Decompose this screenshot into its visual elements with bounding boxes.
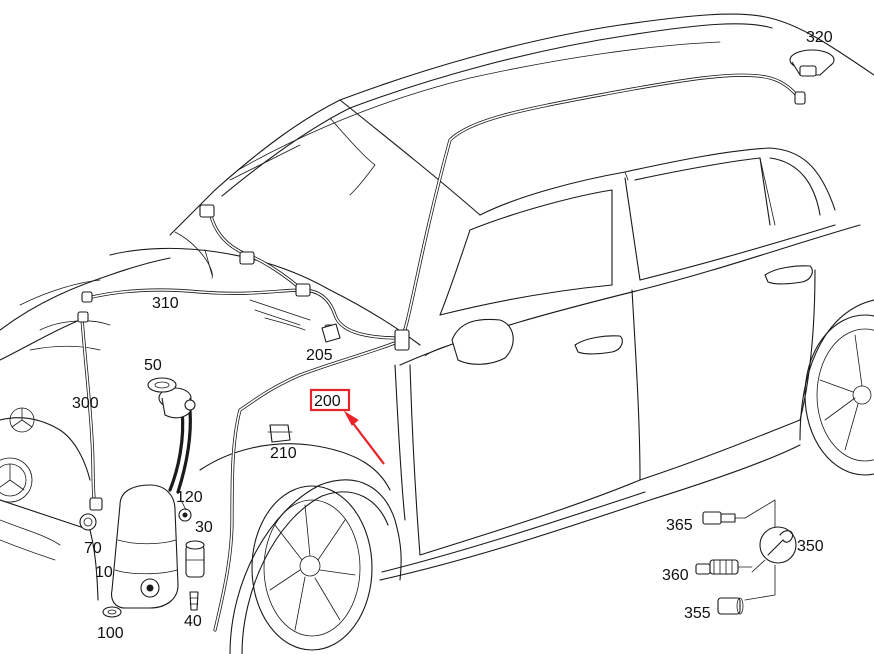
cap-seal-50 [147,377,177,393]
label-205: 205 [306,347,333,364]
label-355: 355 [684,605,711,622]
nozzle-205 [321,323,341,343]
rear-wheel [799,299,874,476]
part-labels: 320 310 205 50 300 200 210 120 30 70 10 … [72,29,833,642]
seal-100 [102,606,122,618]
label-50: 50 [144,357,162,374]
clip-210 [267,424,293,443]
connector-365 [702,511,746,525]
label-40: 40 [184,613,202,630]
label-300: 300 [72,395,99,412]
leader-lines [181,501,187,511]
screw-40 [189,591,199,611]
label-365: 365 [666,517,693,534]
front-wheel [251,485,373,651]
repair-kit [695,499,797,615]
label-360: 360 [662,567,689,584]
label-210: 210 [270,445,297,462]
car-body [0,13,874,654]
label-200: 200 [314,393,341,410]
filler-cap [158,387,196,419]
connector-parts [77,91,806,511]
washer-reservoir [111,484,179,609]
label-320: 320 [806,29,833,46]
label-10: 10 [95,564,113,581]
label-70: 70 [84,540,102,557]
label-100: 100 [97,625,124,642]
rear-nozzle-320 [789,49,835,77]
washer-pump-30 [185,540,205,578]
label-120: 120 [176,489,203,506]
grommet-120 [178,508,192,522]
sleeve-355 [717,597,744,615]
connector-360 [695,559,753,575]
grommet-70 [79,513,97,531]
label-310: 310 [152,295,179,312]
highlight-200 [309,388,385,465]
label-350: 350 [797,538,824,555]
label-30: 30 [195,519,213,536]
